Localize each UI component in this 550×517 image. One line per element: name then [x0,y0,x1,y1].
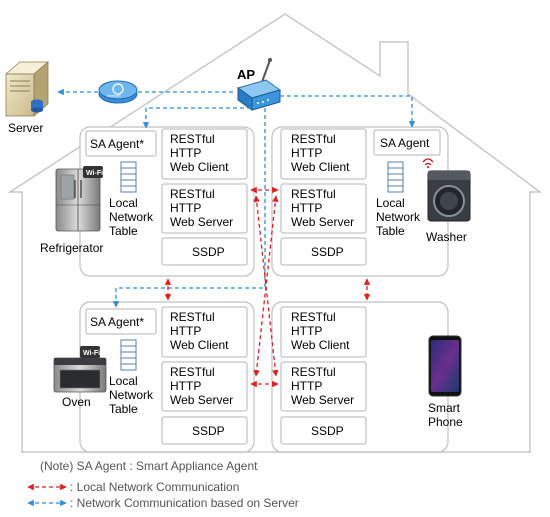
local-network-table-icon [387,161,404,193]
web-server-http: HTTP [170,201,201,215]
local-network-table-icon [120,339,137,371]
local-network-table-line3: Table [376,224,405,238]
web-client-http: HTTP [170,146,201,160]
sa-agent-label: SA Agent [380,136,430,150]
washing-machine-icon [427,170,471,222]
web-client-box [161,128,248,180]
refrigerator-label: Refrigerator [40,241,103,255]
local-network-table-line1: Local [109,374,138,388]
wifi-icon: Wi-Fi [83,166,103,178]
wifi-icon: Wi-Fi [80,346,100,358]
web-server-restful: RESTful [291,187,336,201]
local-network-table-icon [120,161,137,193]
server-label: Server [8,121,43,135]
sa-agent-label: SA Agent* [90,137,144,151]
ssdp-label: SSDP [311,424,344,438]
sa-agent-label: SA Agent* [90,315,144,329]
svg-text:Wi-Fi: Wi-Fi [86,170,103,177]
web-client-label: Web Client [170,160,229,174]
local-network-table-line1: Local [376,196,405,210]
web-client-label: Web Client [291,338,350,352]
web-server-box [161,183,248,234]
oven-label: Oven [62,395,91,409]
washer-label: Washer [426,230,467,244]
ssdp-label: SSDP [311,245,344,259]
web-server-restful: RESTful [170,187,215,201]
ssdp-box [161,237,248,266]
internet-globe-icon: Internet [98,80,138,104]
web-server-http: HTTP [170,379,201,393]
legend-server-label: : Network Communication based on Server [70,496,299,510]
web-server-label: Web Server [170,215,233,229]
ap-label: AP [237,67,255,82]
sa-agent-box [85,130,157,157]
oven-icon [53,357,107,393]
note-text: (Note) SA Agent : Smart Appliance Agent [40,459,258,473]
web-server-box [280,183,367,234]
web-client-box [280,306,367,358]
web-server-restful: RESTful [291,365,336,379]
ssdp-box [280,237,367,266]
server-communication-lines [57,88,416,308]
refrigerator-icon [55,168,101,232]
smart-phone-label-line2: Phone [428,415,463,429]
wifi-signal-icon [422,158,434,168]
local-network-table-line2: Network [109,210,154,224]
web-client-box [280,128,367,180]
smart-phone-label-line1: Smart [428,401,461,415]
local-network-table-line2: Network [376,210,421,224]
ssdp-box [161,416,248,445]
web-client-box [161,306,248,358]
ssdp-label: SSDP [192,424,225,438]
local-network-table-line2: Network [109,388,154,402]
web-client-http: HTTP [170,324,201,338]
sa-agent-box [85,308,157,335]
ssdp-label: SSDP [192,245,225,259]
local-network-table-line3: Table [109,402,138,416]
web-server-label: Web Server [291,215,354,229]
web-server-label: Web Server [291,393,354,407]
web-client-restful: RESTful [291,132,336,146]
local-network-table-line1: Local [109,196,138,210]
sa-agent-box [373,129,441,156]
web-client-label: Web Client [170,338,229,352]
web-client-label: Web Client [291,160,350,174]
svg-text:Wi-Fi: Wi-Fi [83,350,100,357]
web-server-box [280,361,367,412]
web-client-restful: RESTful [291,310,336,324]
local-communication-lines [164,186,371,388]
web-server-box [161,361,248,412]
internet-label: Internet [107,93,121,98]
legend-local-label: : Local Network Communication [70,480,239,494]
web-server-label: Web Server [170,393,233,407]
web-client-http: HTTP [291,324,322,338]
ssdp-box [280,416,367,445]
router-icon [236,58,282,111]
web-server-restful: RESTful [170,365,215,379]
local-network-table-line3: Table [109,224,138,238]
web-client-restful: RESTful [170,132,215,146]
house-outline [7,13,543,453]
server-icon [4,61,50,117]
smartphone-icon [428,335,462,397]
web-server-http: HTTP [291,201,322,215]
web-client-restful: RESTful [170,310,215,324]
web-server-http: HTTP [291,379,322,393]
web-client-http: HTTP [291,146,322,160]
